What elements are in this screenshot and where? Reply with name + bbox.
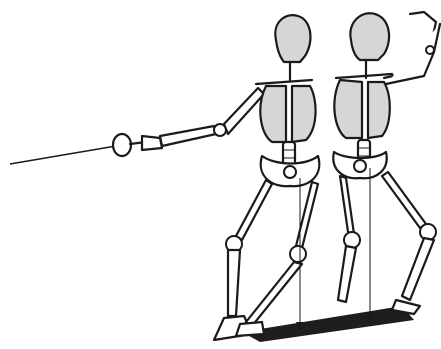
rear-skeleton xyxy=(333,12,440,314)
ground-shadow xyxy=(242,306,414,342)
front-skull xyxy=(275,15,310,62)
sword-blade xyxy=(10,146,116,164)
rear-skull xyxy=(350,13,389,60)
front-ribcage xyxy=(260,86,286,142)
front-skeleton xyxy=(10,15,319,340)
sword-guard xyxy=(113,134,131,156)
rear-ribcage xyxy=(334,80,362,138)
balance-lines xyxy=(296,168,374,332)
